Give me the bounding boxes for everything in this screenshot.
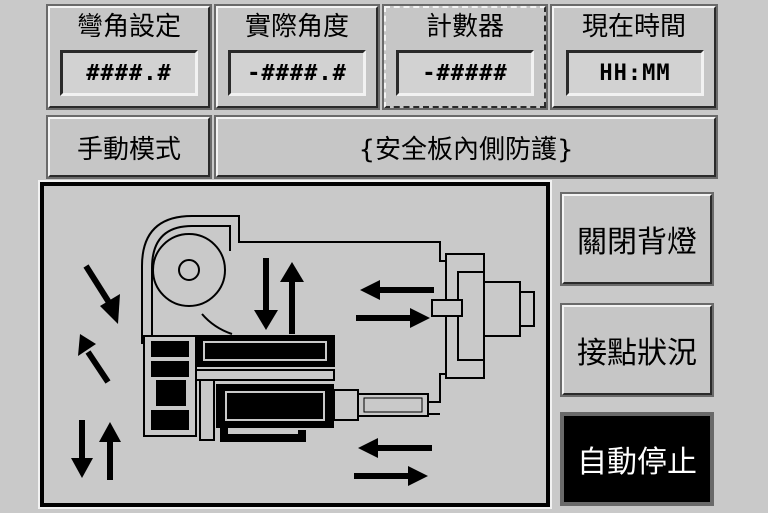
counter-title: 計數器 (425, 12, 504, 42)
rotary-hub (178, 259, 200, 281)
arrow-diag-down-shaft (83, 264, 113, 306)
arrow-down-center-head (254, 310, 278, 330)
arrow-right-upper-head (410, 308, 430, 328)
counter-value[interactable]: -##### (396, 50, 534, 96)
actual-angle-title: 實際角度 (244, 12, 349, 42)
block-c (156, 380, 186, 406)
machine-diagram (71, 215, 535, 486)
cylinder-barrel (483, 281, 521, 337)
piston-rod-inner (363, 397, 423, 413)
current-time-value: HH:MM (566, 50, 704, 96)
cylinder-cap (519, 291, 535, 327)
rotary-housing-outline (141, 215, 441, 344)
rotary-housing-inner (151, 225, 231, 336)
arrow-up-center-head (280, 262, 304, 282)
block-d (151, 410, 189, 430)
block-a (151, 341, 189, 357)
bend-setting-value[interactable]: ####.# (60, 50, 198, 96)
arrow-right-lower-head (408, 466, 428, 486)
arrow-diag-up-head (78, 334, 96, 356)
arrow-left-lower-head (358, 438, 378, 458)
arrow-down-left-head (71, 458, 93, 478)
clamp-block (333, 389, 359, 421)
counter-panel: 計數器 -##### (384, 6, 546, 108)
arrow-up-left-head (99, 422, 121, 442)
current-time-panel: 現在時間 HH:MM (552, 6, 716, 108)
bend-setting-panel: 彎角設定 ####.# (48, 6, 210, 108)
side-post (199, 379, 215, 441)
lower-block-inner (225, 391, 325, 421)
actual-angle-panel: 實際角度 -####.# (216, 6, 378, 108)
cylinder-rod (431, 299, 463, 317)
upper-beam-inner (203, 341, 327, 361)
block-b (151, 361, 189, 377)
arrow-diag-up-shaft (85, 350, 111, 384)
status-message: {安全板內側防護} (216, 117, 716, 177)
lower-bracket (220, 424, 306, 442)
auto-stop-button[interactable]: 自動停止 (562, 414, 712, 504)
current-time-title: 現在時間 (581, 12, 686, 42)
rotary-wheel (152, 233, 226, 307)
backlight-off-button[interactable]: 關閉背燈 (562, 194, 712, 284)
housing-link (201, 313, 233, 335)
mode-indicator: 手動模式 (48, 117, 210, 177)
arrow-left-upper-head (360, 280, 380, 300)
contact-status-button[interactable]: 接點狀況 (562, 305, 712, 395)
machine-diagram-panel (40, 182, 550, 507)
mid-rail (195, 369, 335, 381)
arrow-diag-down-head (100, 294, 120, 324)
bend-setting-title: 彎角設定 (76, 12, 181, 42)
actual-angle-value: -####.# (228, 50, 366, 96)
